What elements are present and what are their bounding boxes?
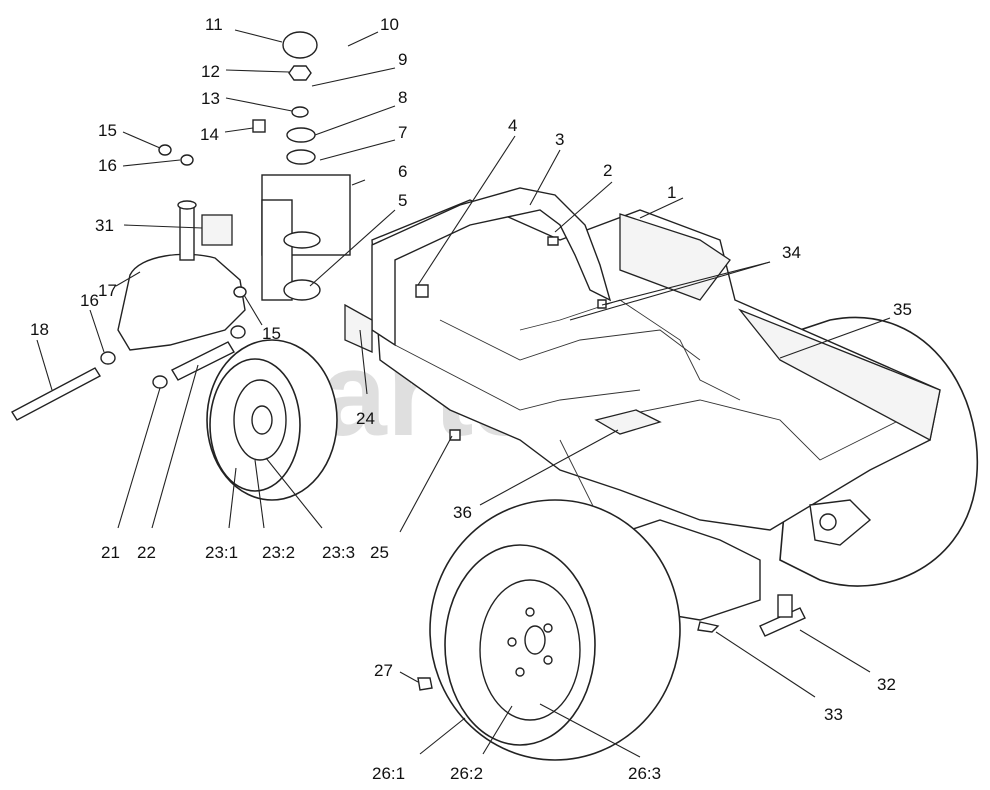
- callout-17[interactable]: 17: [98, 281, 117, 300]
- callout-31[interactable]: 31: [95, 216, 114, 235]
- caster-fork: [117, 253, 246, 351]
- callout-33[interactable]: 33: [824, 705, 843, 724]
- decal: [201, 214, 233, 246]
- callout-32[interactable]: 32: [877, 675, 896, 694]
- callout-12[interactable]: 12: [201, 62, 220, 81]
- callout-23-1[interactable]: 23:1: [205, 543, 238, 562]
- callout-4[interactable]: 4: [508, 116, 517, 135]
- callout-16-top[interactable]: 16: [98, 156, 117, 175]
- callout-22[interactable]: 22: [137, 543, 156, 562]
- front-caster-wheel: [206, 339, 338, 501]
- callout-11[interactable]: 11: [205, 15, 223, 34]
- dust-cap: [282, 31, 318, 59]
- callout-14[interactable]: 14: [200, 125, 219, 144]
- callout-26-2[interactable]: 26:2: [450, 764, 483, 783]
- callout-7[interactable]: 7: [398, 123, 407, 142]
- callout-26-3[interactable]: 26:3: [628, 764, 661, 783]
- callout-21[interactable]: 21: [101, 543, 120, 562]
- callout-2[interactable]: 2: [603, 161, 612, 180]
- callout-16-bottom[interactable]: 16: [80, 291, 99, 310]
- callout-15-top[interactable]: 15: [98, 121, 117, 140]
- callout-24[interactable]: 24: [356, 409, 375, 428]
- callout-27[interactable]: 27: [374, 661, 393, 680]
- callout-15-bottom[interactable]: 15: [262, 324, 281, 343]
- leader-lines: [36, 29, 891, 758]
- callout-26-1[interactable]: 26:1: [372, 764, 405, 783]
- callout-3[interactable]: 3: [555, 130, 564, 149]
- callout-5[interactable]: 5: [398, 191, 407, 210]
- callouts: 1 2 3 4 5 6 7 8 9 10 11 12 13 14 15 15 1…: [30, 15, 912, 783]
- callout-13[interactable]: 13: [201, 89, 220, 108]
- callout-1[interactable]: 1: [667, 183, 676, 202]
- hitch-clip: [697, 621, 720, 633]
- callout-10[interactable]: 10: [380, 15, 399, 34]
- callout-23-2[interactable]: 23:2: [262, 543, 295, 562]
- callout-18[interactable]: 18: [30, 320, 49, 339]
- decal-24: [344, 303, 373, 354]
- callout-23-3[interactable]: 23:3: [322, 543, 355, 562]
- callout-25[interactable]: 25: [370, 543, 389, 562]
- nut: [288, 65, 312, 81]
- callout-8[interactable]: 8: [398, 88, 407, 107]
- callout-36[interactable]: 36: [453, 503, 472, 522]
- callout-35[interactable]: 35: [893, 300, 912, 319]
- rear-drive-wheel: [429, 499, 681, 761]
- hardware: [415, 236, 806, 691]
- axle-bolt: [11, 367, 101, 421]
- callout-6[interactable]: 6: [398, 162, 407, 181]
- callout-34[interactable]: 34: [782, 243, 801, 262]
- callout-9[interactable]: 9: [398, 50, 407, 69]
- spacer: [171, 341, 235, 381]
- caster-assembly: [11, 31, 373, 421]
- lug-nut: [417, 677, 433, 691]
